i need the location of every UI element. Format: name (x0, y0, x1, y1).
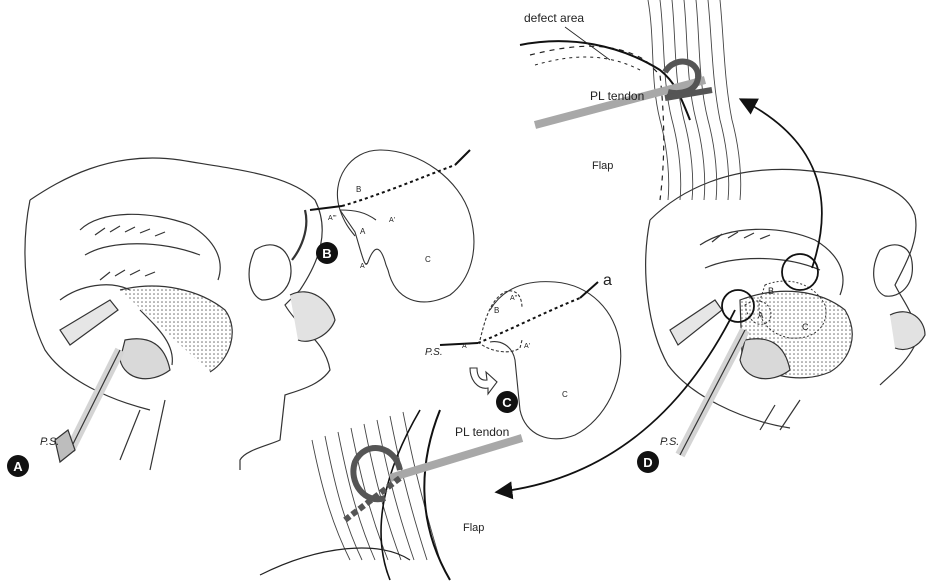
signature-a: P.S. (40, 436, 59, 448)
arrow-to-top-inset (742, 100, 822, 268)
signature-c: P.S. (425, 347, 443, 358)
pl-tendon-label-bottom: PL tendon (455, 425, 509, 439)
panel-c-badge: C (496, 391, 518, 413)
panel-c-flap (478, 282, 621, 439)
panel-c-label-b: B (494, 306, 499, 315)
bottom-inset-tendon-fibers (312, 412, 440, 560)
panel-b-label-a-prime: A' (389, 217, 395, 224)
flap-label-bottom: Flap (463, 522, 484, 534)
panel-b-badge-label: B (322, 246, 331, 261)
panel-a-head-illustration (25, 158, 335, 470)
panel-d-magnify-circle-upper (782, 254, 818, 290)
panel-c-label-a-triple: A'" (462, 343, 471, 350)
panel-d-label-b: B (768, 286, 774, 296)
panel-c-solid-line (440, 343, 478, 345)
pl-tendon-label-top: PL tendon (590, 89, 644, 103)
panel-d-label-c: C (802, 322, 809, 332)
panel-b-label-a-double: A" (360, 263, 368, 270)
flap-label-top: Flap (592, 160, 613, 172)
panel-a-badge-label: A (13, 459, 23, 474)
panel-c-label-a-prime: A' (524, 343, 530, 350)
panel-d-label-a: A (758, 311, 764, 320)
panel-c-label-a-line: a (603, 272, 612, 289)
panel-c-label-c: C (562, 390, 568, 399)
panel-b-label-a-triple: A'" (328, 215, 337, 222)
panel-d-badge-label: D (643, 455, 652, 470)
defect-area-label: defect area (524, 11, 584, 25)
panel-c-label-a-double: A" (510, 295, 518, 302)
panel-d-head-illustration (646, 169, 925, 455)
panel-b-label-b: B (356, 185, 361, 194)
panel-b-solid-line-end (455, 150, 470, 165)
panel-b-badge: B (316, 242, 338, 264)
top-inset-defect-hatch-inner (535, 57, 640, 70)
bottom-inset-flap-edge (424, 410, 450, 580)
defect-area-leader (565, 27, 610, 60)
panel-a-badge: A (7, 455, 29, 477)
panel-b-label-c: C (425, 255, 431, 264)
arrow-to-bottom-inset (498, 310, 735, 492)
panel-b-solid-line (310, 206, 342, 210)
signature-d: P.S. (660, 436, 679, 448)
panel-d-badge: D (637, 451, 659, 473)
rotation-arrow-icon (470, 368, 497, 394)
panel-b-label-a: A (360, 227, 366, 236)
panel-c-badge-label: C (502, 395, 512, 410)
panel-b-flap (337, 150, 474, 302)
